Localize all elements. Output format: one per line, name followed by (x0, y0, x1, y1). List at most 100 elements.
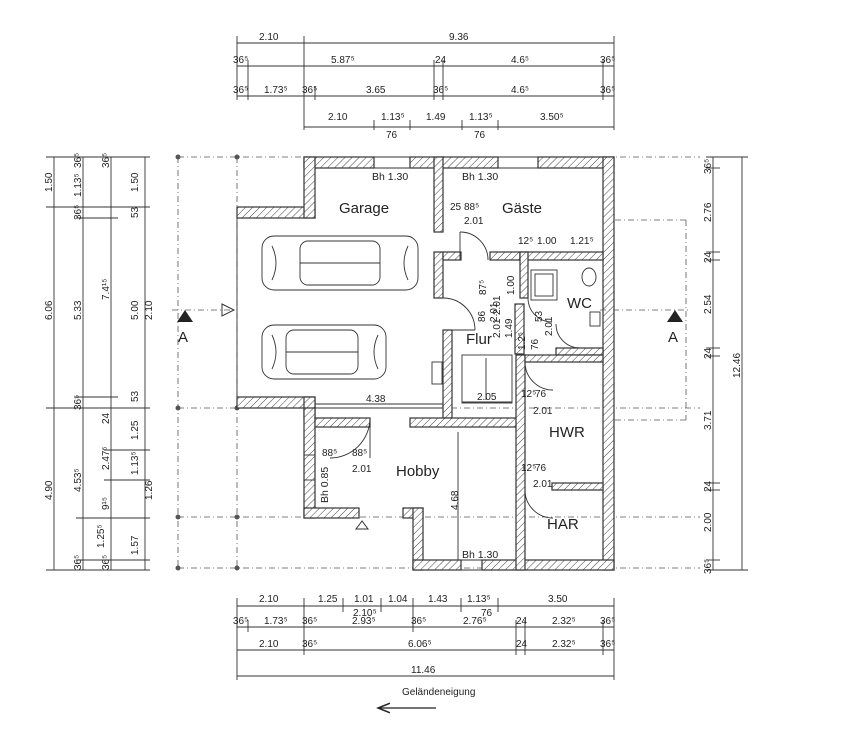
dim-bot-3-0: 2.10 (259, 639, 279, 650)
dim-top-4-4: 3.50⁵ (540, 112, 564, 123)
inner-lines (236, 156, 601, 571)
dim-left-5-0: 2.10 (144, 300, 155, 320)
dim-gaeste-door-1: 25 (450, 202, 462, 213)
dim-top-3-5: 4.6⁵ (511, 85, 529, 96)
dim-right-1-6: 24 (703, 480, 714, 492)
dim-hobby-door-1: 88⁵ (322, 448, 337, 459)
dim-bot-1-sub-0: 2.10⁵ (353, 608, 377, 619)
dim-bot-2-0: 36⁵ (233, 616, 248, 627)
dim-top-2-2: 24 (435, 55, 447, 66)
dim-left-4-5: 1.13⁵ (130, 451, 141, 475)
dim-flur-door-top-2: 2.01 (492, 295, 503, 315)
dim-top-2-1: 5.87⁵ (331, 55, 355, 66)
dim-top-4-sub-0: 76 (386, 130, 398, 141)
dim-right-1-0: 36⁵ (703, 159, 714, 174)
dim-gaeste-door-3: 2.01 (464, 216, 484, 227)
window-hobby-bottom: Bh 1.30 (462, 549, 498, 561)
dim-har-door-3: 2.01 (533, 479, 553, 490)
car-bottom (261, 324, 387, 380)
dim-flur-vert-2: 1.49 (504, 318, 515, 338)
dim-bot-2-5: 2.76⁵ (463, 616, 487, 627)
dim-bot-3-4: 2.32⁵ (552, 639, 576, 650)
dim-left-2-5: 4.53⁵ (73, 468, 84, 492)
dim-gaeste-door-2: 88⁵ (464, 202, 479, 213)
dim-left-3-0: 36⁵ (101, 153, 112, 168)
dim-hwr-door-1: 12⁵ (521, 389, 536, 400)
dim-flur-vert-1: 1.00 (506, 275, 517, 295)
dim-left-2-1: 1.13⁵ (73, 173, 84, 197)
room-wc: WC (567, 295, 592, 312)
dim-left-1-1: 6.06 (44, 300, 55, 320)
window-gaeste: Bh 1.30 (462, 171, 498, 183)
dim-left-4-2: 5.00 (130, 300, 141, 320)
dim-top-2-3: 4.6⁵ (511, 55, 529, 66)
dim-right-1-2: 24 (703, 251, 714, 263)
dim-top-3-0: 36⁵ (233, 85, 248, 96)
dim-bot-1-sub-1: 76 (481, 608, 493, 619)
room-har: HAR (547, 516, 579, 533)
dim-bot-2-8: 36⁵ (600, 616, 615, 627)
dim-left-4-0: 1.50 (130, 172, 141, 192)
dim-right-1-1: 2.76 (703, 202, 714, 222)
dim-flur-width: 2.05 (477, 392, 497, 403)
dim-left-3-2: 24 (101, 412, 112, 424)
doors (329, 231, 581, 519)
dim-hobby-door-2: 88⁵ (352, 448, 367, 459)
dim-hobby-door-3: 2.01 (352, 464, 372, 475)
dim-top-2-0: 36⁵ (233, 55, 248, 66)
dim-left-2-2: 36⁵ (73, 205, 84, 220)
dim-bot-1-2: 1.01 (354, 594, 374, 605)
dim-top-3-1: 1.73⁵ (264, 85, 288, 96)
dim-top-1-1: 9.36 (449, 32, 469, 43)
dim-left-4-3: 53 (130, 390, 141, 402)
dim-garage-width: 4.38 (366, 394, 386, 405)
dim-left-1-2: 4.90 (44, 480, 55, 500)
dim-har-door-2: 76 (535, 463, 547, 474)
dim-bot-1-3: 1.04 (388, 594, 408, 605)
dim-left-2-3: 5.33 (73, 300, 84, 320)
dim-bot-1-4: 1.43 (428, 594, 448, 605)
dim-gaeste-front-3: 1.21⁵ (570, 236, 594, 247)
dim-bot-3-3: 24 (516, 639, 528, 650)
dim-right-1-4: 24 (703, 347, 714, 359)
dim-bot-3-2: 6.06⁵ (408, 639, 432, 650)
dim-flur-door-top-1: 87⁵ (478, 280, 489, 295)
entrance-marker (355, 520, 369, 530)
dim-top-4-3: 1.13⁵ (469, 112, 493, 123)
room-hobby: Hobby (396, 463, 440, 480)
dim-flur-door-2: 2.01 (489, 302, 500, 322)
dim-bot-2-3: 2.93⁵ (352, 616, 376, 627)
dim-right-1-3: 2.54 (703, 294, 714, 314)
dim-left-3-5: 36⁵ (101, 555, 112, 570)
section-line-left (172, 303, 237, 322)
section-mark-right: A (668, 329, 678, 346)
dim-chain-right (706, 156, 748, 571)
dim-bot-1-6: 3.50 (548, 594, 568, 605)
dim-right-2-0: 12.46 (732, 353, 743, 378)
section-mark-left: A (178, 329, 188, 346)
dim-chain-bottom (236, 598, 615, 680)
window-garage: Bh 1.30 (372, 171, 408, 183)
dim-top-3-2: 36⁵ (302, 85, 317, 96)
dim-top-3-6: 36⁵ (600, 85, 615, 96)
slope-caption: Geländeneigung (402, 687, 475, 698)
dim-left-1-0: 1.50 (44, 172, 55, 192)
dim-hobby-height: 4.68 (450, 490, 461, 510)
dim-left-4-6: 1.26 (144, 480, 155, 500)
section-line-right (600, 309, 690, 322)
dim-top-2-4: 36⁵ (600, 55, 615, 66)
dim-bot-1-5: 1.13⁵ (467, 594, 491, 605)
dim-har-door-1: 12⁵ (521, 463, 536, 474)
window-hobby-side: Bh 0.85 (319, 467, 331, 503)
dim-chain-left (46, 156, 150, 571)
dim-wc-small-1: 1.2⁵ (517, 332, 528, 350)
dim-chain-top (236, 36, 615, 130)
dim-left-4-1: 53 (130, 206, 141, 218)
dim-bot-2-7: 2.32⁵ (552, 616, 576, 627)
walls (236, 156, 615, 571)
dim-bot-3-5: 36⁵ (600, 639, 615, 650)
dim-hwr-door-3: 2.01 (533, 406, 553, 417)
room-garage: Garage (339, 200, 389, 217)
